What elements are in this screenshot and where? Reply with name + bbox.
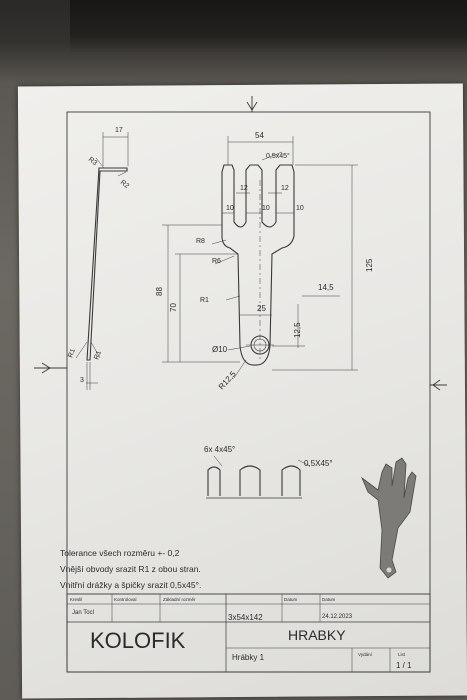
company-name: KOLOFIK bbox=[90, 628, 186, 653]
front-view-outline bbox=[221, 164, 295, 366]
dim-12-5: 12,5 bbox=[293, 322, 302, 338]
dim-25: 25 bbox=[257, 304, 266, 313]
label-issue: Vydání bbox=[358, 652, 373, 657]
chamfer-label: 0,5x45° bbox=[266, 152, 290, 160]
note-1: Tolerance všech rozměru +- 0,2 bbox=[60, 548, 180, 558]
note-3: Vnitřní drážky a špičky srazit 0,5x45°. bbox=[60, 580, 201, 590]
hole-dia-10: Ø10 bbox=[212, 345, 228, 354]
side-dim-17: 17 bbox=[115, 127, 123, 134]
tine-10-b: 10 bbox=[262, 205, 270, 212]
sheet-number: 1 / 1 bbox=[396, 661, 412, 670]
dim-125: 125 bbox=[365, 258, 374, 272]
part-sub: Hrábky 1 bbox=[232, 653, 265, 662]
detail-chamfer-right: 0,5X45° bbox=[304, 459, 333, 468]
dim-88: 88 bbox=[155, 287, 164, 296]
label-date-2: Datum bbox=[322, 597, 336, 602]
center-arrow-left bbox=[41, 362, 51, 374]
center-arrow-top bbox=[246, 101, 258, 111]
label-drew: Kreslil bbox=[70, 597, 82, 602]
label-sheet: List bbox=[398, 652, 406, 657]
dim-54: 54 bbox=[255, 131, 264, 140]
fork-3d-sketch bbox=[361, 457, 417, 579]
radius-r12-5: R12,5 bbox=[217, 369, 238, 391]
author: Jan Tocl bbox=[72, 610, 94, 616]
radius-r6: R6 bbox=[212, 258, 221, 265]
center-arrow-right bbox=[432, 379, 441, 391]
radius-r1: R1 bbox=[200, 297, 209, 304]
label-base-dim: Základní rozměr bbox=[163, 597, 196, 602]
dim-70: 70 bbox=[169, 303, 178, 312]
dim-14-5: 14,5 bbox=[318, 283, 334, 292]
note-2: Vnější obvody srazit R1 z obou stran. bbox=[60, 564, 201, 574]
base-dim: 3x54x142 bbox=[228, 613, 263, 622]
side-radius-r1-right: R1 bbox=[93, 350, 103, 361]
side-radius-r1-left: R1 bbox=[67, 348, 77, 359]
slot-12-right: 12 bbox=[281, 185, 289, 192]
title-block bbox=[66, 593, 431, 673]
side-dim-3: 3 bbox=[80, 377, 84, 384]
detail-view-outline bbox=[207, 465, 301, 496]
label-date-1: Datum bbox=[284, 597, 298, 602]
slot-12-left: 12 bbox=[240, 185, 248, 192]
side-radius-r3: R3 bbox=[87, 156, 98, 167]
label-checked: Kontroloval bbox=[114, 597, 137, 602]
radius-r8: R8 bbox=[196, 238, 205, 245]
date: 24.12.2023 bbox=[322, 614, 353, 620]
detail-chamfers-label: 6x 4x45° bbox=[204, 445, 235, 454]
side-radius-r2: R2 bbox=[119, 179, 130, 190]
tine-10-c: 10 bbox=[296, 205, 304, 212]
side-view-outline bbox=[86, 167, 128, 361]
part-name: HRABKY bbox=[288, 627, 346, 643]
dark-object-top bbox=[70, 0, 467, 52]
tine-10-a: 10 bbox=[226, 205, 234, 212]
